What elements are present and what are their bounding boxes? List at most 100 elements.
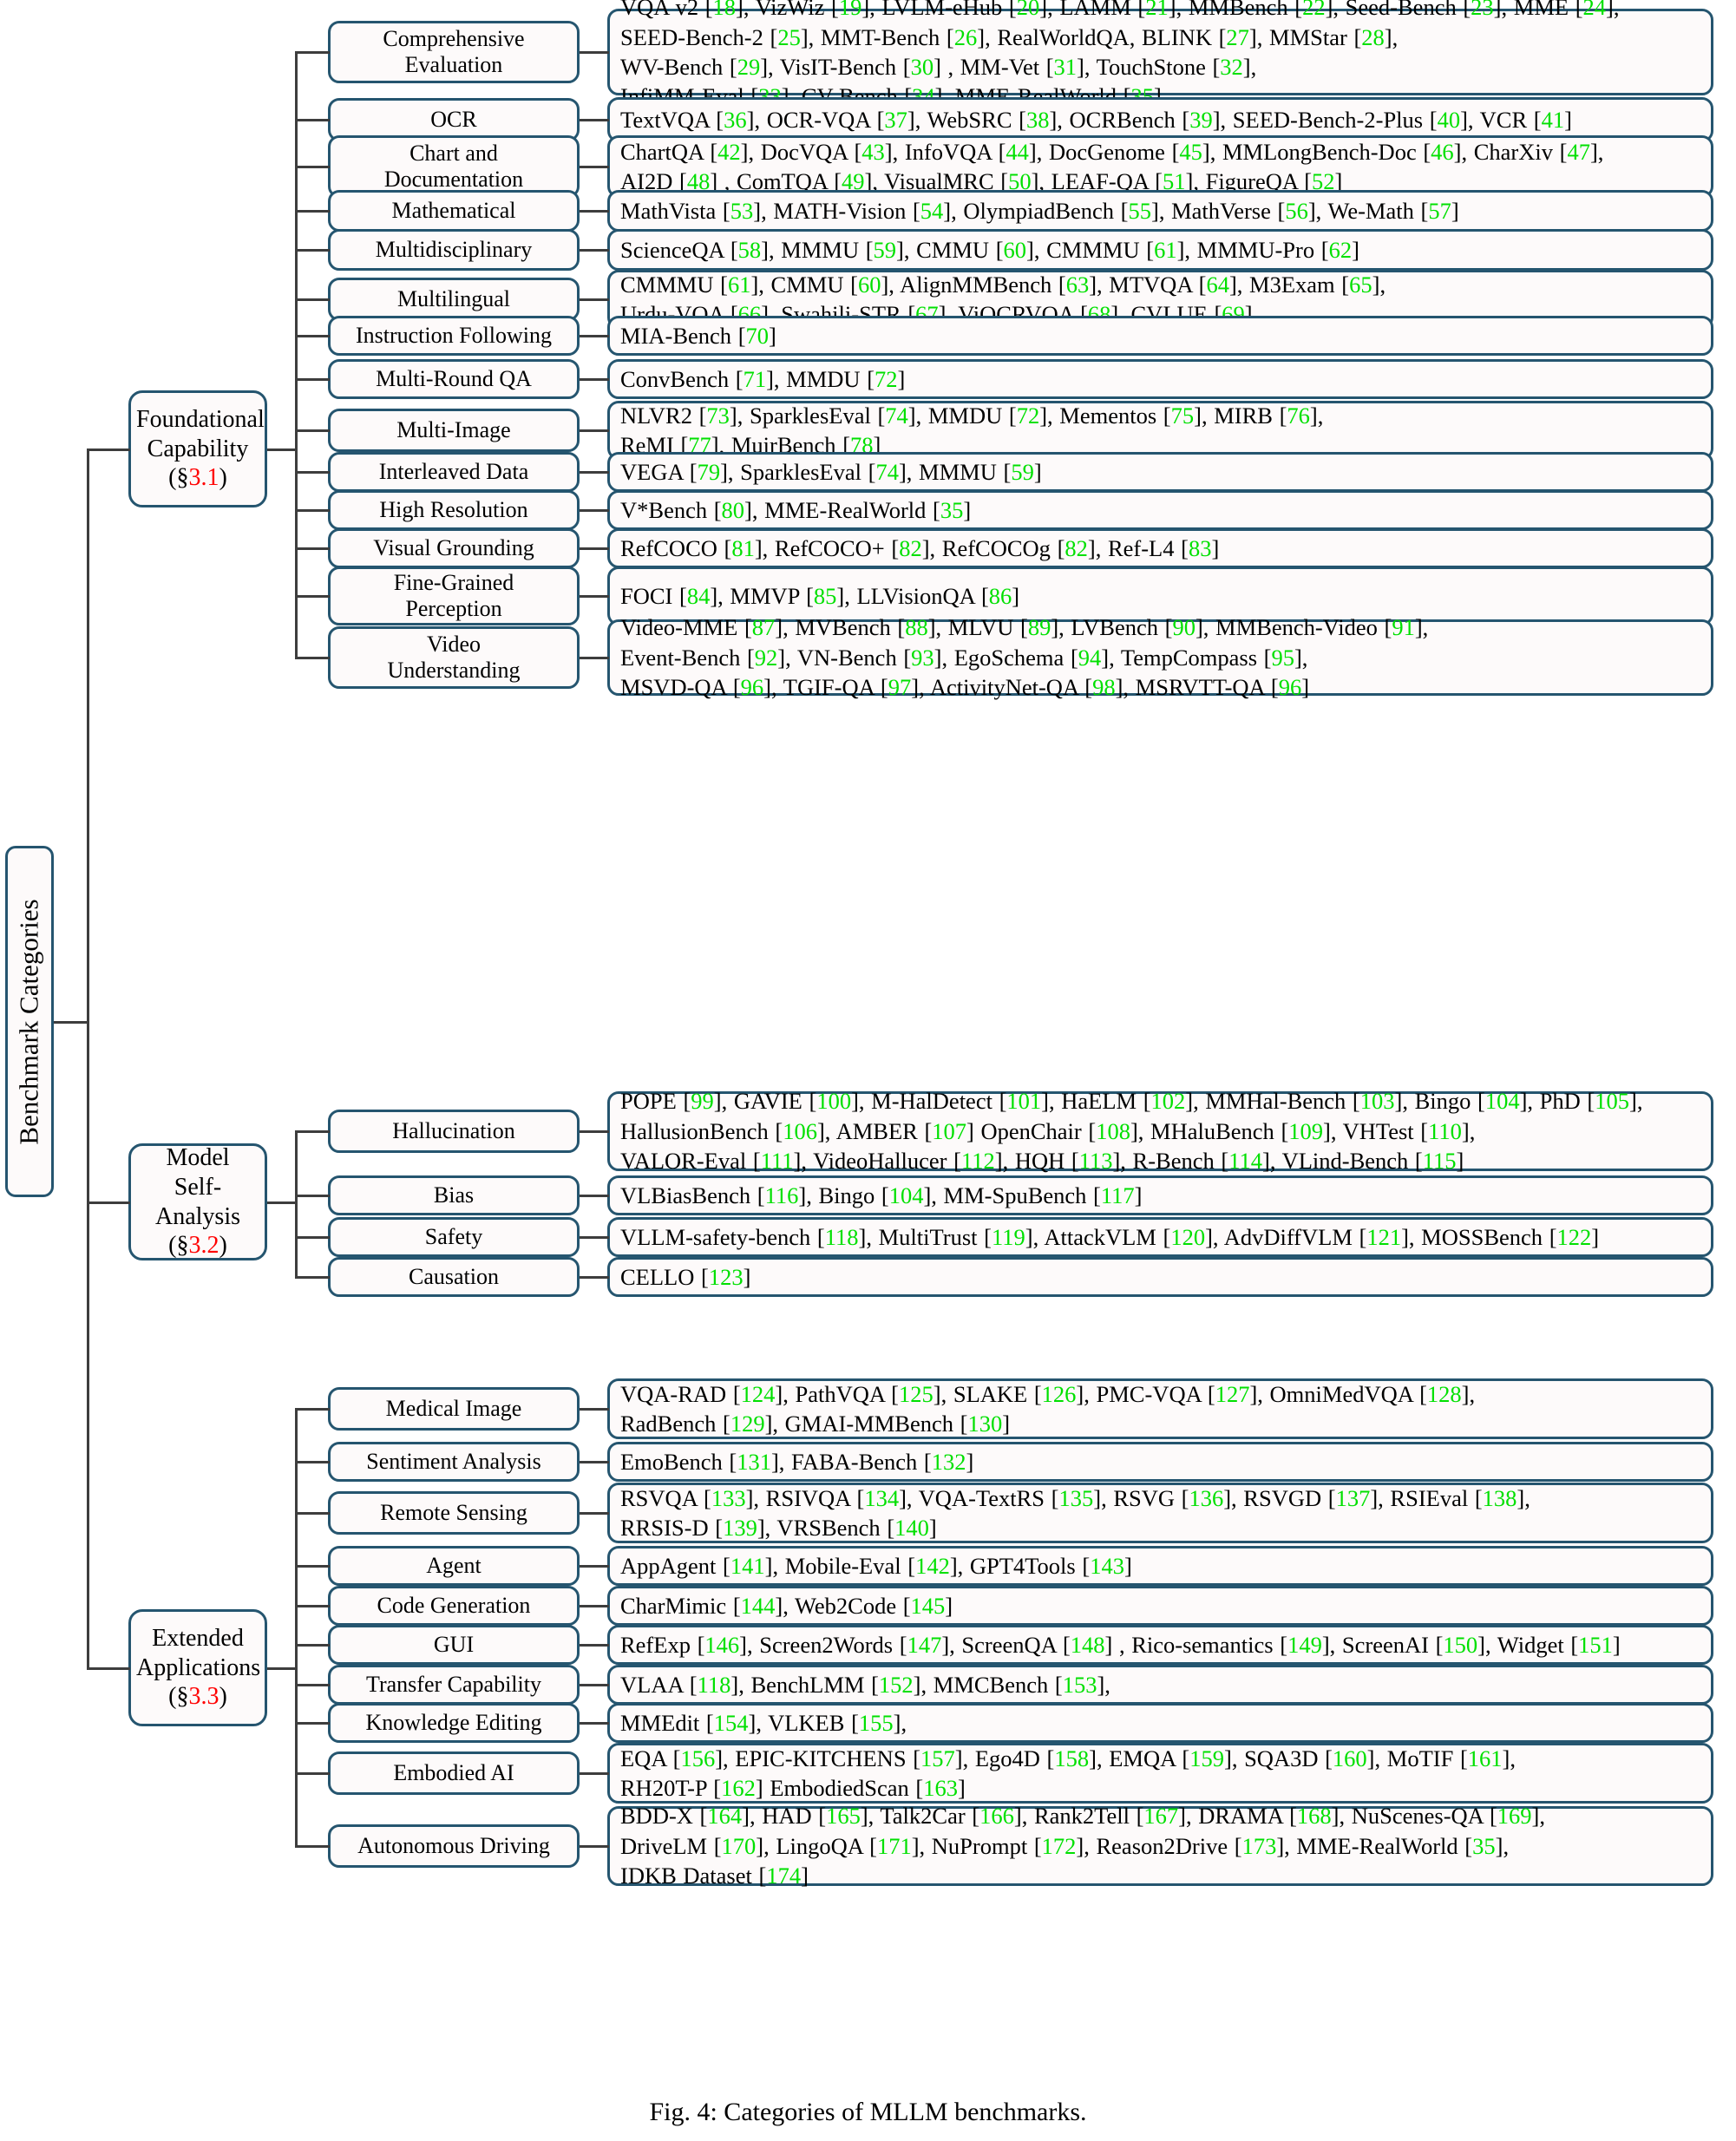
category-video-understanding: Video Understanding xyxy=(328,626,580,689)
benchmark-list-interleaved-data: VEGA [79], SparklesEval [74], MMMU [59] xyxy=(607,452,1713,492)
section-number: 3.2 xyxy=(188,1232,219,1260)
citation-ref: 61 xyxy=(727,271,751,298)
citation-ref: 118 xyxy=(824,1223,859,1250)
benchmark-list-text: VQA-RAD [124], PathVQA [125], SLAKE [126… xyxy=(620,1380,1476,1437)
citation-ref: 166 xyxy=(979,1803,1014,1830)
citation-ref: 73 xyxy=(706,402,730,429)
connector-trunk-to-cat xyxy=(295,1512,330,1515)
citation-ref: 129 xyxy=(730,1411,765,1437)
citation-ref: 80 xyxy=(721,496,745,523)
benchmark-list-text: CELLO [123] xyxy=(620,1263,751,1290)
group-section-ref: (§3.2) xyxy=(168,1232,227,1260)
citation-ref: 163 xyxy=(923,1775,958,1801)
group-section-ref: (§3.3) xyxy=(168,1683,227,1711)
citation-ref: 29 xyxy=(737,54,761,80)
connector-cat-to-list xyxy=(580,249,609,252)
connector-cat-to-list xyxy=(580,429,609,432)
citation-ref: 104 xyxy=(888,1182,924,1208)
citation-ref: 72 xyxy=(875,365,898,392)
citation-ref: 35 xyxy=(1472,1832,1496,1859)
citation-ref: 121 xyxy=(1366,1223,1402,1250)
connector-cat-to-list xyxy=(580,657,609,659)
category-medical-image: Medical Image xyxy=(328,1387,580,1431)
category-code-generation: Code Generation xyxy=(328,1586,580,1626)
citation-ref: 156 xyxy=(680,1745,716,1771)
category-label: High Resolution xyxy=(379,496,528,522)
benchmark-list-comprehensive-evaluation: VQA v2 [18], VizWiz [19], LVLM-eHub [20]… xyxy=(607,0,1713,109)
category-label: Multi-Round QA xyxy=(376,365,532,391)
citation-ref: 70 xyxy=(745,322,770,349)
connector-trunk-to-cat xyxy=(295,657,330,659)
trunk-group-foundational xyxy=(295,52,298,658)
category-multi-image: Multi-Image xyxy=(328,409,580,452)
category-instruction-following: Instruction Following xyxy=(328,316,580,356)
citation-ref: 123 xyxy=(708,1263,744,1290)
connector-trunk-to-cat xyxy=(295,1461,330,1463)
connector-group-stub xyxy=(267,1667,297,1670)
citation-ref: 93 xyxy=(911,644,934,671)
citation-ref: 146 xyxy=(704,1631,740,1658)
group-title-line2: Self-Analysis xyxy=(155,1173,240,1230)
connector-trunk-to-cat xyxy=(295,595,330,598)
benchmark-list-text: BDD-X [164], HAD [165], Talk2Car [166], … xyxy=(620,1803,1545,1889)
citation-ref: 39 xyxy=(1189,106,1213,133)
category-label: Causation xyxy=(409,1263,499,1289)
benchmark-list-transfer-capability: VLAA [118], BenchLMM [152], MMCBench [15… xyxy=(607,1665,1713,1705)
category-chart-and-documentation: Chart and Documentation xyxy=(328,135,580,198)
benchmark-list-text: ScienceQA [58], MMMU [59], CMMU [60], CM… xyxy=(620,236,1359,263)
connector-root-to-group-1 xyxy=(87,1201,130,1204)
category-safety: Safety xyxy=(328,1217,580,1257)
citation-ref: 153 xyxy=(1062,1671,1097,1698)
benchmark-list-remote-sensing: RSVQA [133], RSIVQA [134], VQA-TextRS [1… xyxy=(607,1483,1713,1543)
connector-trunk-to-cat xyxy=(295,1644,330,1647)
category-label: OCR xyxy=(430,106,477,132)
citation-ref: 137 xyxy=(1335,1484,1371,1511)
citation-ref: 76 xyxy=(1287,402,1310,429)
category-comprehensive-evaluation: Comprehensive Evaluation xyxy=(328,21,580,83)
group-title-line2: Applications xyxy=(136,1653,261,1681)
benchmark-list-gui: RefExp [146], Screen2Words [147], Screen… xyxy=(607,1625,1713,1665)
citation-ref: 104 xyxy=(1484,1088,1520,1115)
citation-ref: 149 xyxy=(1287,1631,1322,1658)
citation-ref: 92 xyxy=(754,644,778,671)
connector-cat-to-list xyxy=(580,1512,609,1515)
category-label: Multidisciplinary xyxy=(375,236,533,262)
citation-ref: 161 xyxy=(1467,1745,1503,1771)
connector-trunk-to-cat xyxy=(295,298,330,301)
figure-caption: Fig. 4: Categories of MLLM benchmarks. xyxy=(649,2098,1087,2126)
citation-ref: 103 xyxy=(1359,1088,1395,1115)
citation-ref: 26 xyxy=(953,23,978,50)
category-embodied-ai: Embodied AI xyxy=(328,1751,580,1795)
citation-ref: 36 xyxy=(724,106,747,133)
category-multi-round-qa: Multi-Round QA xyxy=(328,359,580,399)
connector-trunk-to-cat xyxy=(295,1236,330,1239)
citation-ref: 59 xyxy=(873,236,897,263)
connector-cat-to-list xyxy=(580,119,609,121)
benchmark-list-chart-and-documentation: ChartQA [42], DocVQA [43], InfoVQA [44],… xyxy=(607,135,1713,198)
citation-ref: 131 xyxy=(737,1448,771,1475)
category-label: Medical Image xyxy=(385,1395,522,1421)
benchmark-list-text: NLVR2 [73], SparklesEval [74], MMDU [72]… xyxy=(620,402,1324,458)
connector-trunk-to-cat xyxy=(295,249,330,252)
benchmark-list-text: EQA [156], EPIC-KITCHENS [157], Ego4D [1… xyxy=(620,1745,1516,1801)
citation-ref: 167 xyxy=(1143,1803,1179,1830)
citation-ref: 105 xyxy=(1595,1088,1629,1115)
category-label: Safety xyxy=(424,1223,483,1249)
citation-ref: 152 xyxy=(878,1671,914,1698)
connector-trunk-to-cat xyxy=(295,1195,330,1197)
connector-cat-to-list xyxy=(580,1461,609,1463)
trunk-group-self-analysis xyxy=(295,1131,298,1277)
connector-cat-to-list xyxy=(580,1565,609,1568)
citation-ref: 85 xyxy=(813,582,837,609)
connector-trunk-to-cat xyxy=(295,1130,330,1133)
benchmark-list-multi-round-qa: ConvBench [71], MMDU [72] xyxy=(607,359,1713,399)
benchmark-list-bias: VLBiasBench [116], Bingo [104], MM-SpuBe… xyxy=(607,1175,1713,1215)
citation-ref: 42 xyxy=(717,138,741,165)
citation-ref: 87 xyxy=(751,614,776,641)
connector-group-stub xyxy=(267,448,297,451)
citation-ref: 135 xyxy=(1058,1484,1094,1511)
citation-ref: 106 xyxy=(783,1117,817,1144)
citation-ref: 41 xyxy=(1541,106,1565,133)
citation-ref: 84 xyxy=(686,582,711,609)
group-title-line1: Foundational xyxy=(136,406,265,434)
